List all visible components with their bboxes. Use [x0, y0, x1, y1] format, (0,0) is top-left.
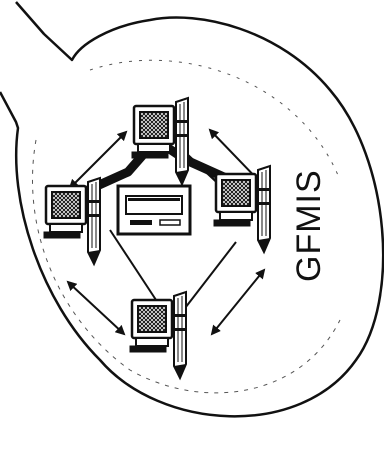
arrow-left-bottom — [68, 282, 124, 334]
workstation-right — [214, 166, 270, 252]
workstation-bottom — [130, 292, 186, 378]
central-server — [118, 186, 190, 234]
workstation-top — [132, 98, 188, 184]
arrow-right-bottom — [212, 270, 264, 334]
workstation-left — [44, 178, 100, 264]
gfmis-label: GFMIS — [290, 169, 328, 282]
